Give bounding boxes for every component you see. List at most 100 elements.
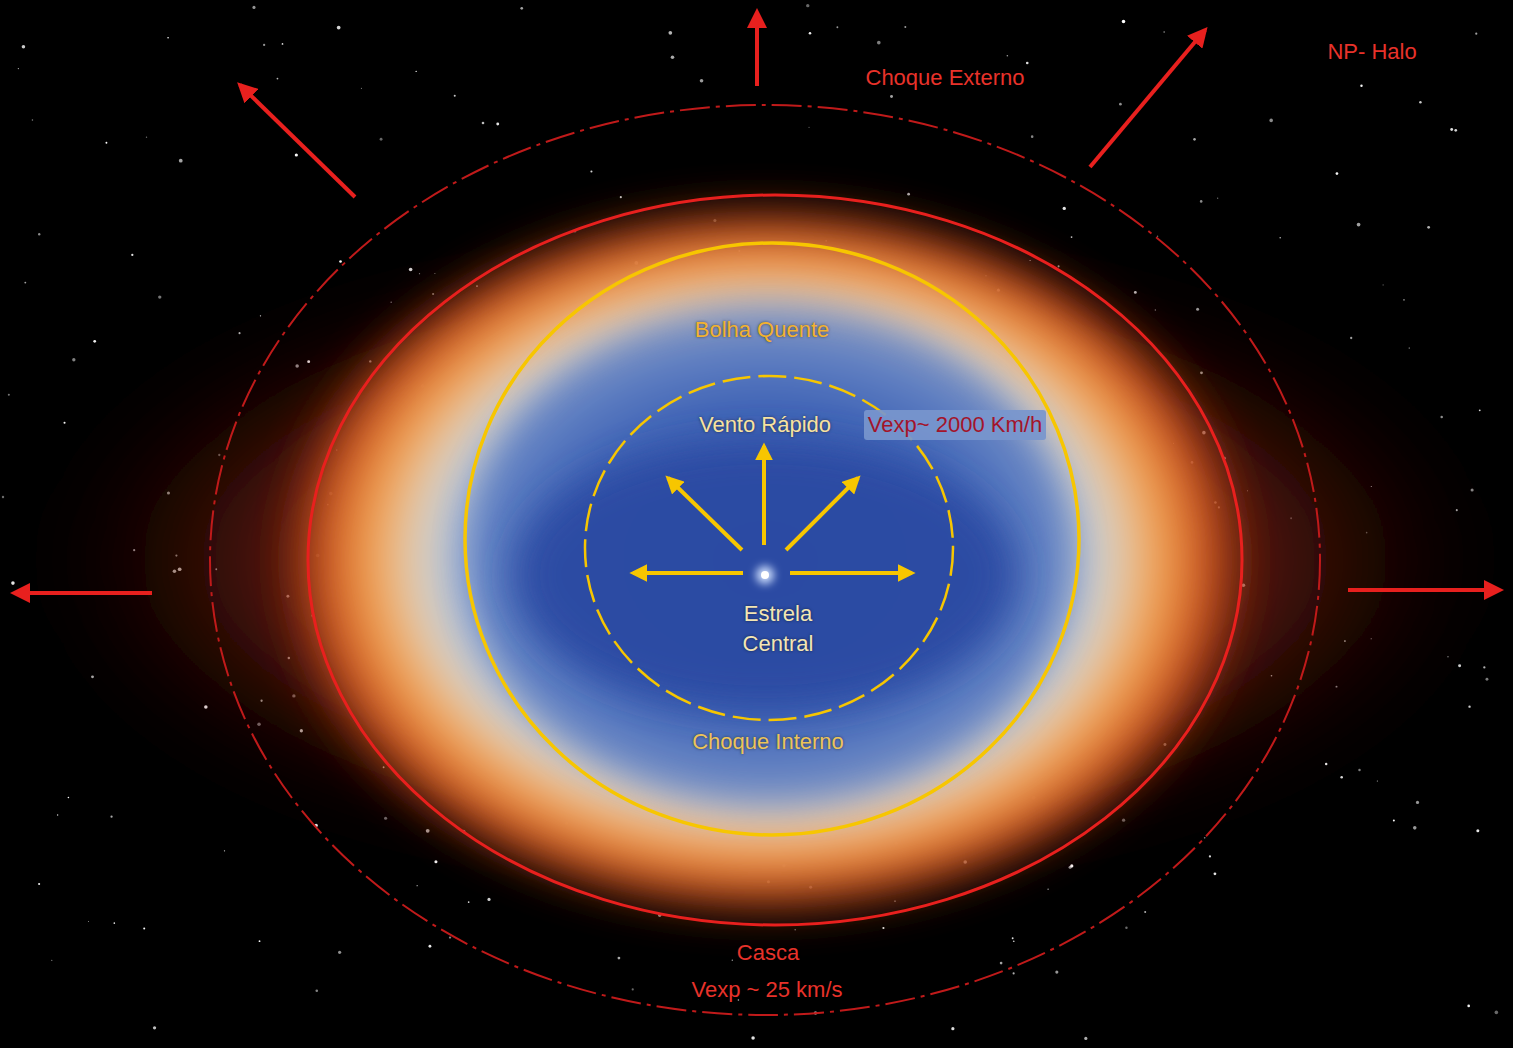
star <box>1013 940 1015 942</box>
star <box>520 7 523 10</box>
star <box>167 37 169 39</box>
star <box>806 4 809 7</box>
star <box>1403 299 1405 301</box>
star <box>409 268 413 272</box>
star <box>1483 666 1485 668</box>
star <box>1486 678 1489 681</box>
inner-shock-label: Choque Interno <box>692 727 844 757</box>
star <box>1471 488 1474 491</box>
star <box>238 332 240 334</box>
star <box>416 885 417 886</box>
star <box>38 233 40 235</box>
star <box>620 196 622 198</box>
star <box>1325 763 1327 765</box>
star <box>836 26 838 28</box>
star <box>434 273 435 274</box>
star <box>1071 236 1073 238</box>
shell-label: Casca <box>737 938 799 968</box>
star <box>146 136 147 137</box>
wind-arrow <box>762 446 766 545</box>
star <box>632 988 634 990</box>
star <box>391 302 392 303</box>
star <box>339 260 342 263</box>
outer-haze <box>45 260 1485 860</box>
star <box>700 79 704 83</box>
star <box>1336 172 1339 175</box>
star <box>1358 769 1360 771</box>
star <box>1217 198 1218 199</box>
hot-bubble-ellipse <box>465 243 1079 835</box>
star <box>668 31 672 35</box>
star <box>153 1026 156 1029</box>
star <box>590 170 592 172</box>
star <box>1409 348 1410 349</box>
star <box>1031 135 1034 138</box>
star <box>1377 780 1378 781</box>
star <box>1340 776 1343 779</box>
star <box>337 26 341 30</box>
star <box>877 41 881 45</box>
star <box>143 928 145 930</box>
star <box>1163 31 1164 32</box>
star <box>22 45 26 49</box>
star <box>224 850 225 851</box>
star-field <box>2 4 1498 1040</box>
star <box>1476 829 1479 832</box>
star <box>1479 409 1481 411</box>
star <box>454 95 456 97</box>
star <box>1350 337 1352 339</box>
star <box>1383 284 1384 285</box>
star <box>429 945 432 948</box>
star <box>1084 1037 1087 1040</box>
star <box>1000 962 1003 965</box>
star <box>260 315 261 316</box>
star <box>1475 33 1477 35</box>
star <box>1007 55 1009 57</box>
star <box>24 282 26 284</box>
star <box>282 43 284 45</box>
star <box>8 394 10 396</box>
star <box>487 898 490 901</box>
star <box>18 68 19 69</box>
star <box>1119 103 1122 106</box>
star <box>259 940 261 942</box>
wind-arrow <box>790 571 912 575</box>
star <box>1196 308 1199 311</box>
expansion-arrow <box>1090 30 1205 167</box>
star <box>1427 226 1430 229</box>
star <box>380 138 383 141</box>
star <box>468 901 470 903</box>
expansion-arrows <box>14 12 1500 593</box>
star <box>1193 138 1196 141</box>
wind-arrow <box>668 478 742 550</box>
star <box>1070 864 1073 867</box>
star <box>32 119 33 120</box>
hot-bubble-glow <box>470 305 1070 805</box>
star <box>951 1027 954 1030</box>
star <box>1125 926 1127 928</box>
star <box>1450 128 1453 131</box>
star <box>110 816 112 818</box>
star <box>1419 101 1422 104</box>
wind-speed-label: Vexp~ 2000 Km/h <box>864 410 1046 440</box>
star <box>1214 872 1217 875</box>
star <box>904 26 906 28</box>
star <box>751 1036 755 1040</box>
star <box>1013 972 1015 974</box>
star <box>1012 937 1014 939</box>
nebula-ring <box>265 190 1265 930</box>
star <box>91 675 94 678</box>
star <box>1393 820 1395 822</box>
star <box>57 814 58 815</box>
star <box>277 78 279 80</box>
star <box>2 496 4 498</box>
central-star <box>761 571 769 579</box>
star <box>1144 911 1146 913</box>
star <box>671 55 675 59</box>
shell-speed-label: Vexp ~ 25 km/s <box>691 975 842 1005</box>
star <box>1209 855 1211 857</box>
shell-ellipse <box>308 195 1242 925</box>
star <box>1357 223 1361 227</box>
star <box>496 123 499 126</box>
